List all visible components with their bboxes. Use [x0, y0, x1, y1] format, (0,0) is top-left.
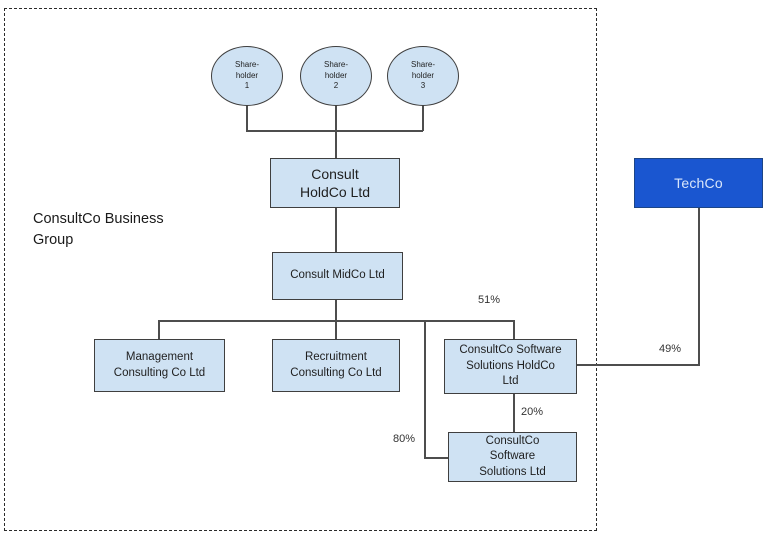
edge-shareholder1-drop	[246, 105, 248, 131]
node-techco: TechCo	[634, 158, 763, 208]
node-shareholder-2: Share- holder 2	[300, 46, 372, 106]
edge-holdco-to-midco	[335, 207, 337, 253]
edge-midco-to-software-vertical	[424, 320, 426, 458]
edge-shareholder3-drop	[422, 105, 424, 131]
group-label: ConsultCo Business Group	[33, 211, 164, 249]
ownership-label-49: 49%	[659, 343, 682, 355]
node-recruitment-consulting: Recruitment Consulting Co Ltd	[272, 339, 400, 392]
edge-midco-to-software-horizontal	[424, 457, 449, 459]
edge-drop-recruitment	[335, 320, 337, 340]
edge-midco-drop	[335, 300, 337, 321]
node-shareholder-3: Share- holder 3	[387, 46, 459, 106]
edge-shareholders-bus	[246, 130, 423, 132]
node-software-solutions: ConsultCo Software Solutions Ltd	[448, 432, 577, 482]
edge-drop-software-holdco	[513, 320, 515, 340]
node-software-holdco: ConsultCo Software Solutions HoldCo Ltd	[444, 339, 577, 394]
edge-shareholder2-to-holdco	[335, 105, 337, 159]
node-consult-midco: Consult MidCo Ltd	[272, 252, 403, 300]
edge-techco-vertical	[698, 207, 700, 365]
node-shareholder-1: Share- holder 1	[211, 46, 283, 106]
edge-techco-horizontal	[577, 364, 700, 366]
node-management-consulting: Management Consulting Co Ltd	[94, 339, 225, 392]
ownership-label-51: 51%	[478, 294, 501, 306]
node-consult-holdco: Consult HoldCo Ltd	[270, 158, 400, 208]
ownership-label-20: 20%	[521, 406, 544, 418]
edge-software-holdco-to-software	[513, 394, 515, 433]
group-boundary	[4, 8, 597, 531]
edge-drop-management	[158, 320, 160, 340]
ownership-label-80: 80%	[393, 433, 416, 445]
edge-midco-bus	[158, 320, 515, 322]
